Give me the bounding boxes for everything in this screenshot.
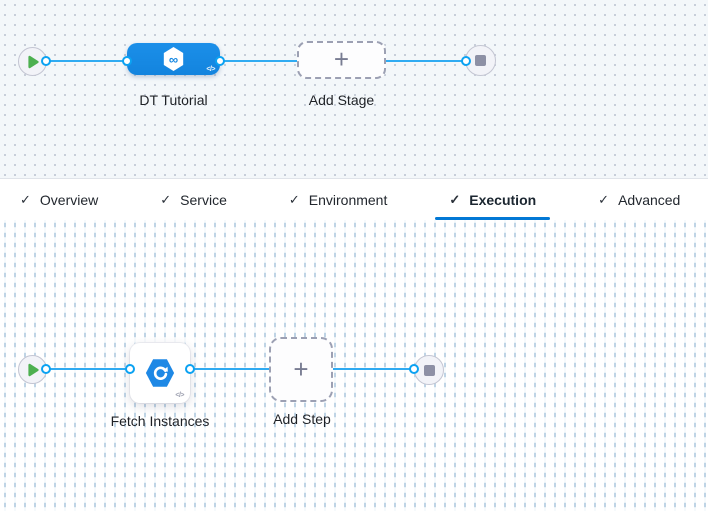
tab-label: Advanced xyxy=(618,191,681,208)
stage-node-label: DT Tutorial xyxy=(139,92,208,108)
stage-node-dt-tutorial[interactable]: ∞ </> xyxy=(127,43,220,75)
infinity-glyph: ∞ xyxy=(168,51,179,67)
tab-service[interactable]: ✓ Service xyxy=(144,179,243,220)
fetch-instances-icon xyxy=(145,359,175,387)
tab-label: Execution xyxy=(469,191,537,208)
start-node-out-port xyxy=(41,56,51,66)
stop-icon xyxy=(423,364,435,376)
stop-icon xyxy=(475,55,486,66)
check-icon: ✓ xyxy=(598,191,610,207)
code-icon: </> xyxy=(175,392,184,399)
step-node-out-port xyxy=(185,364,195,374)
add-stage-button[interactable]: + xyxy=(297,41,386,79)
tab-overview[interactable]: ✓ Overview xyxy=(4,179,114,220)
start-node-out-port xyxy=(41,364,51,374)
step-node-in-port xyxy=(125,364,135,374)
stage-node-out-port xyxy=(215,56,225,66)
tab-label: Overview xyxy=(39,191,99,208)
end-node-in-port xyxy=(461,56,471,66)
add-stage-label: Add Stage xyxy=(308,92,375,108)
play-icon xyxy=(27,363,39,376)
plus-icon: + xyxy=(333,44,350,74)
tab-label: Service xyxy=(180,191,227,208)
stage-node-in-port xyxy=(122,56,132,66)
check-icon: ✓ xyxy=(160,191,172,207)
code-icon: </> xyxy=(206,66,215,73)
tab-environment[interactable]: ✓ Environment xyxy=(273,179,404,220)
tab-execution[interactable]: ✓ Execution xyxy=(433,179,552,220)
add-step-button[interactable]: + xyxy=(269,337,333,402)
check-icon: ✓ xyxy=(449,191,461,207)
stage-graph-canvas[interactable]: ∞ </> DT Tutorial + Add Stage xyxy=(0,0,708,179)
check-icon: ✓ xyxy=(20,191,31,207)
tab-advanced[interactable]: ✓ Advanced xyxy=(582,179,696,220)
stage-config-tabs: ✓ Overview ✓ Service ✓ Environment ✓ Exe… xyxy=(0,179,708,220)
execution-graph-canvas[interactable]: </> Fetch Instances + Add Step xyxy=(0,220,708,511)
cd-stage-icon: ∞ xyxy=(163,47,184,71)
step-node-label: Fetch Instances xyxy=(110,413,210,429)
tab-label: Environment xyxy=(308,191,388,208)
check-icon: ✓ xyxy=(288,191,300,207)
stage-graph-connector xyxy=(32,60,466,62)
plus-icon: + xyxy=(293,353,309,384)
end-node-in-port xyxy=(409,364,419,374)
add-step-label: Add Step xyxy=(273,411,331,427)
play-icon xyxy=(27,55,39,68)
execution-graph-connector xyxy=(32,368,414,370)
step-node-fetch-instances[interactable]: </> xyxy=(130,343,190,403)
